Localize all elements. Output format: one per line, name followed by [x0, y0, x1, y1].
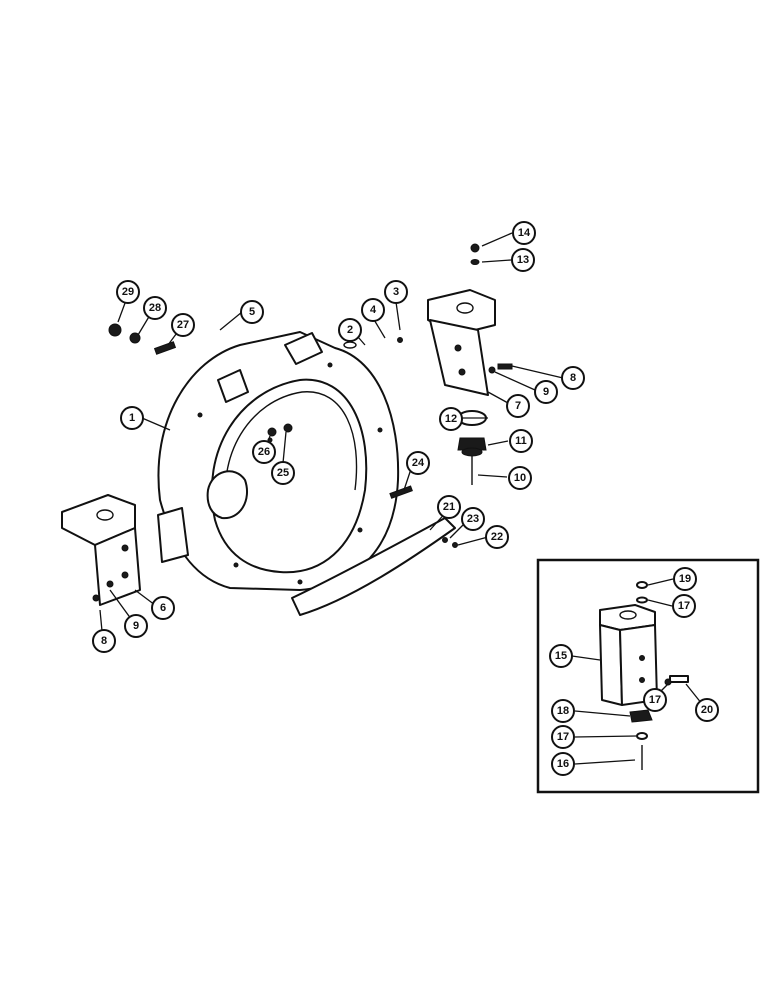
svg-text:8: 8: [101, 635, 107, 647]
svg-text:15: 15: [555, 650, 567, 662]
svg-text:17: 17: [649, 694, 661, 706]
callout-1: 1: [120, 406, 144, 430]
callout-2: 2: [338, 318, 362, 342]
callout-22: 22: [485, 525, 509, 549]
callout-16: 16: [551, 752, 575, 776]
callout-5: 5: [240, 300, 264, 324]
callout-9-left: 9: [124, 614, 148, 638]
callout-18: 18: [551, 699, 575, 723]
callout-15: 15: [549, 644, 573, 668]
svg-text:16: 16: [557, 758, 569, 770]
callout-13: 13: [511, 248, 535, 272]
svg-text:21: 21: [443, 501, 455, 513]
svg-text:12: 12: [445, 413, 457, 425]
callout-26: 26: [252, 440, 276, 464]
svg-text:14: 14: [518, 227, 531, 239]
callout-19: 19: [673, 567, 697, 591]
callout-9-right: 9: [534, 380, 558, 404]
callout-17-top: 17: [672, 594, 696, 618]
svg-text:7: 7: [515, 400, 521, 412]
callout-24: 24: [406, 451, 430, 475]
svg-text:1: 1: [129, 412, 135, 424]
callout-27: 27: [171, 313, 195, 337]
callout-4: 4: [361, 298, 385, 322]
cover-plate: [291, 517, 456, 616]
svg-text:2: 2: [347, 324, 353, 336]
flywheel-housing: [157, 331, 400, 591]
svg-text:9: 9: [133, 620, 139, 632]
svg-text:25: 25: [277, 467, 289, 479]
callout-8-left: 8: [92, 629, 116, 653]
svg-text:29: 29: [122, 286, 134, 298]
right-mounting-bracket: [427, 289, 496, 396]
svg-text:6: 6: [160, 602, 166, 614]
left-mounting-bracket: [61, 494, 141, 606]
svg-text:24: 24: [412, 457, 425, 469]
svg-text:18: 18: [557, 705, 569, 717]
svg-text:27: 27: [177, 319, 189, 331]
svg-text:20: 20: [701, 704, 713, 716]
mount-isolator: [457, 410, 487, 485]
svg-text:4: 4: [370, 304, 377, 316]
callout-17-bottom: 17: [551, 725, 575, 749]
svg-text:28: 28: [149, 302, 161, 314]
svg-text:8: 8: [570, 372, 576, 384]
detail-inset: [536, 558, 760, 794]
svg-text:23: 23: [467, 513, 479, 525]
svg-text:13: 13: [517, 254, 529, 266]
callout-28: 28: [143, 296, 167, 320]
svg-text:26: 26: [258, 446, 270, 458]
callout-11: 11: [509, 429, 533, 453]
callout-14: 14: [512, 221, 536, 245]
callout-21: 21: [437, 495, 461, 519]
svg-text:17: 17: [678, 600, 690, 612]
callout-12: 12: [439, 407, 463, 431]
callout-23: 23: [461, 507, 485, 531]
svg-text:9: 9: [543, 386, 549, 398]
callout-3: 3: [384, 280, 408, 304]
svg-text:19: 19: [679, 573, 691, 585]
callout-29: 29: [116, 280, 140, 304]
callout-6: 6: [151, 596, 175, 620]
callout-8-right: 8: [561, 366, 585, 390]
callout-17-right: 17: [643, 688, 667, 712]
svg-text:22: 22: [491, 531, 503, 543]
svg-text:17: 17: [557, 731, 569, 743]
svg-text:10: 10: [514, 472, 526, 484]
callout-25: 25: [271, 461, 295, 485]
svg-text:11: 11: [515, 435, 527, 447]
svg-text:5: 5: [249, 306, 255, 318]
svg-text:3: 3: [393, 286, 399, 298]
callout-20: 20: [695, 698, 719, 722]
callout-10: 10: [508, 466, 532, 490]
callout-7: 7: [506, 394, 530, 418]
